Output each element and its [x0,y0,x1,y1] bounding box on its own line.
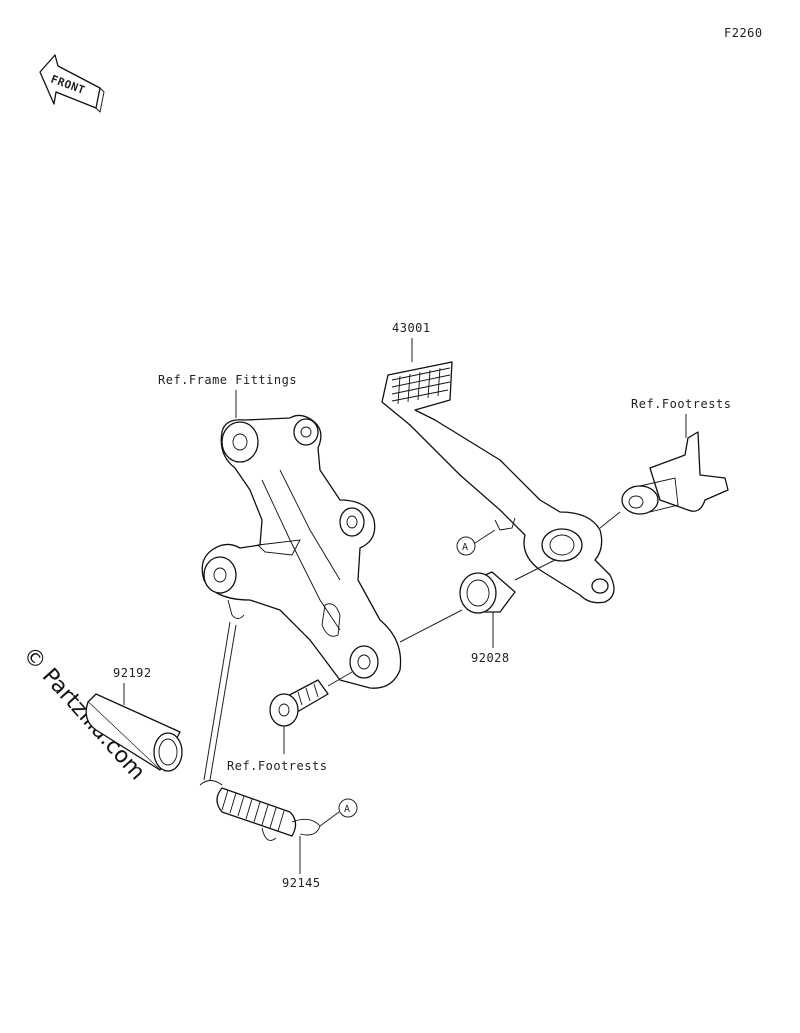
callout-a-bottom: A [344,804,351,815]
label-ref-footrests-bottom: Ref.Footrests [227,759,327,773]
sleeve-92192 [85,693,183,772]
callout-a-top: A [462,542,469,553]
callout-a-bottom-icon [338,798,358,818]
brake-pedal [381,361,615,604]
bolt [269,679,329,727]
pedal-grip-pattern [391,367,451,405]
callout-a-top-icon [456,536,476,556]
label-ref-frame-fittings: Ref.Frame Fittings [158,373,297,387]
label-ref-footrests-right: Ref.Footrests [631,397,731,411]
frame-bracket [201,414,402,689]
bushing-92028 [459,571,516,614]
front-arrow-icon: FRONT [39,54,105,113]
label-part-92028: 92028 [471,651,510,665]
label-part-43001: 43001 [392,321,431,335]
spring-92145 [199,780,321,841]
footrest-bracket-right [621,431,729,515]
diagram-code: F2260 [724,26,763,40]
label-part-92145: 92145 [282,876,321,890]
label-part-92192: 92192 [113,666,152,680]
